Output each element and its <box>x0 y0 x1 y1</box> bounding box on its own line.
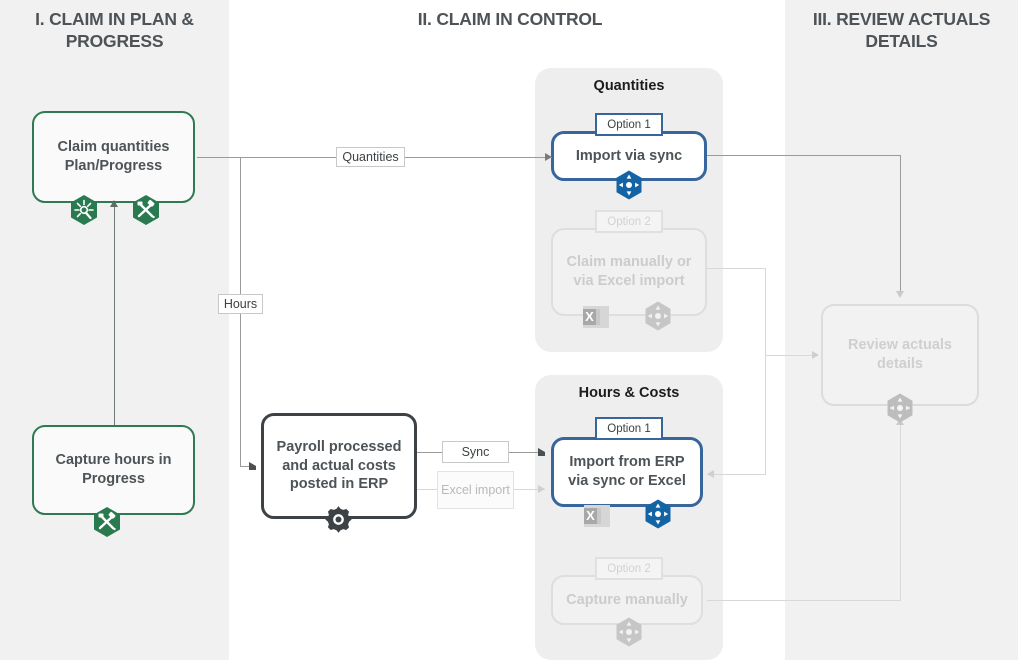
arrowhead-capture-hours-up <box>110 200 118 207</box>
navigation-hex-icon <box>642 498 674 530</box>
connector-excel-to-import <box>513 489 545 490</box>
connector-payroll-excel-left <box>417 489 437 490</box>
gear-icon <box>322 503 355 536</box>
arrowhead-into-review-left <box>812 351 819 359</box>
node-label: Import from ERP via sync or Excel <box>568 454 686 489</box>
connector-sync-to-import <box>509 452 545 453</box>
arrowhead-bridge-into-import-erp <box>707 470 714 478</box>
node-capture-hours-in-progress[interactable]: Capture hours in Progress <box>32 425 195 515</box>
edge-label-sync: Sync <box>442 441 509 463</box>
navigation-hex-icon <box>642 300 674 332</box>
tools-icon <box>130 194 162 226</box>
connector-capture-hours-up <box>114 205 115 425</box>
badge-quantities-option-2: Option 2 <box>595 210 663 233</box>
navigation-hex-icon <box>613 616 645 648</box>
node-claim-manually-or-excel[interactable]: Claim manually or via Excel import <box>551 228 707 316</box>
node-label: Capture hours in Progress <box>55 452 172 487</box>
navigation-hex-icon <box>613 169 645 201</box>
navigation-hex-icon <box>884 392 916 424</box>
arrowhead-to-payroll <box>249 462 256 470</box>
column-title-review-actuals: III. REVIEW ACTUALS DETAILS <box>812 9 991 52</box>
connector-bridge-to-review <box>765 355 818 356</box>
badge-hours-option-2: Option 2 <box>595 557 663 580</box>
column-title-plan-progress: I. CLAIM IN PLAN & PROGRESS <box>35 9 194 52</box>
connector-capture-manually-right <box>707 600 901 601</box>
connector-payroll-sync-left <box>417 452 443 453</box>
node-review-actuals-details[interactable]: Review actuals details <box>821 304 979 406</box>
excel-icon: X <box>582 501 612 531</box>
edge-label-excel-import: Excel import <box>437 471 514 509</box>
connector-claim-manually-right <box>707 268 766 269</box>
tools-icon <box>91 506 123 538</box>
node-label: Payroll processed and actual costs poste… <box>276 439 402 493</box>
connector-sync-to-review-horizontal <box>707 155 901 156</box>
group-title-hours-costs: Hours & Costs <box>578 385 680 401</box>
node-label: Review actuals details <box>848 337 952 372</box>
svg-text:X: X <box>586 508 595 523</box>
column-title-claim-control: II. CLAIM IN CONTROL <box>417 9 603 29</box>
spark-icon <box>68 194 100 226</box>
arrowhead-excel-to-import <box>538 485 545 493</box>
node-import-from-erp[interactable]: Import from ERP via sync or Excel <box>551 437 703 507</box>
arrowhead-sync-to-import <box>538 448 545 456</box>
edge-label-hours: Hours <box>218 294 263 314</box>
excel-icon: X <box>581 302 611 332</box>
connector-hours-to-payroll <box>240 466 256 467</box>
node-claim-quantities-plan-progress[interactable]: Claim quantities Plan/Progress <box>32 111 195 203</box>
connector-bridge-to-import-erp <box>707 474 766 475</box>
node-label: Claim manually or via Excel import <box>566 254 692 289</box>
svg-text:X: X <box>585 309 594 324</box>
group-title-quantities: Quantities <box>593 78 665 94</box>
node-payroll-processed-erp[interactable]: Payroll processed and actual costs poste… <box>261 413 417 519</box>
badge-quantities-option-1: Option 1 <box>595 113 663 136</box>
node-label: Claim quantities Plan/Progress <box>57 139 170 174</box>
node-label: Import via sync <box>575 147 683 164</box>
badge-hours-option-1: Option 1 <box>595 417 663 440</box>
arrowhead-into-review-top <box>896 291 904 298</box>
connector-option-bridge-vertical <box>765 268 766 475</box>
edge-label-quantities: Quantities <box>336 147 405 167</box>
arrowhead-to-import-via-sync <box>545 153 552 161</box>
connector-capture-manually-up <box>900 424 901 600</box>
connector-sync-to-review-vertical <box>900 155 901 292</box>
node-label: Capture manually <box>566 591 688 608</box>
